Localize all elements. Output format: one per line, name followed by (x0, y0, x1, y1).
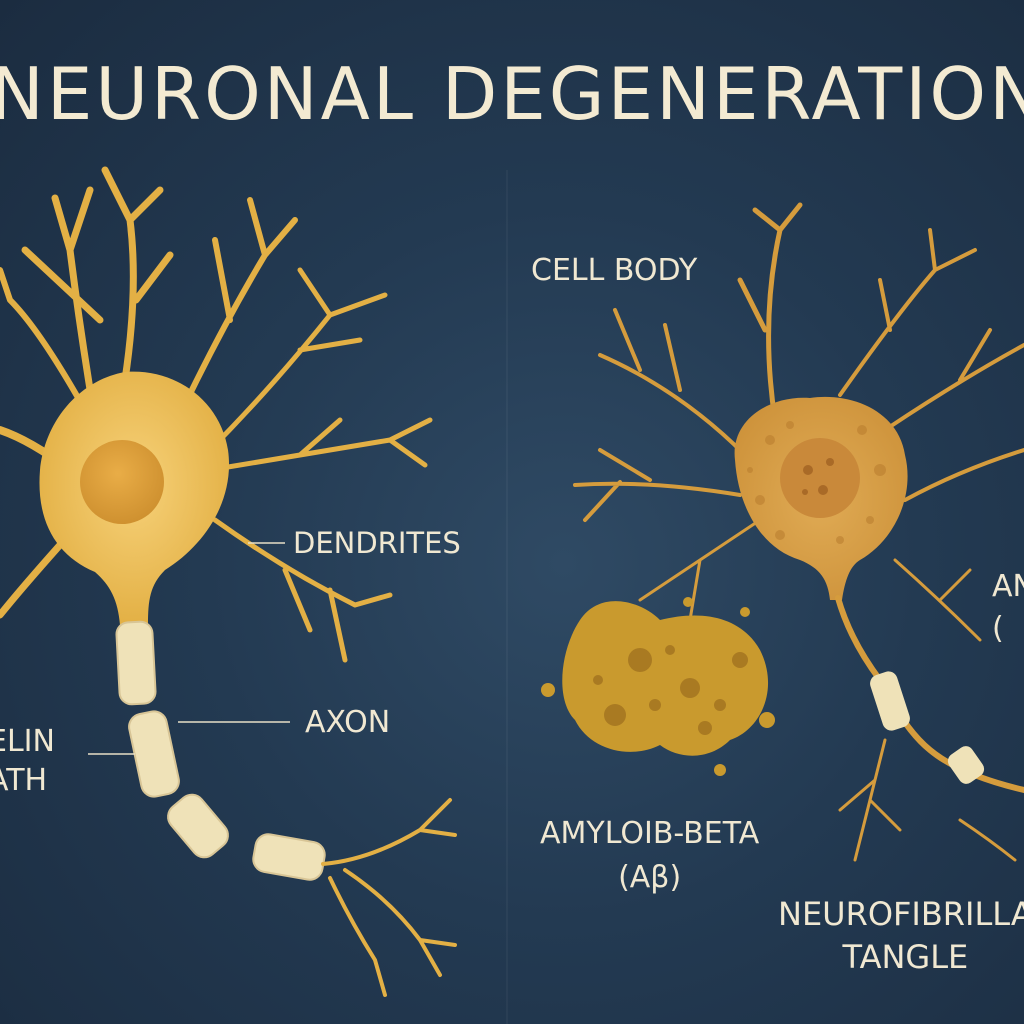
cell-body-label: CELL BODY (531, 253, 698, 288)
dendrites-label: DENDRITES (293, 526, 461, 560)
neurofibrillary-fibers (838, 738, 1017, 862)
right-edge-label: AN ( (992, 566, 1024, 650)
diagram-title: NEURONAL DEGENERATION (0, 52, 1024, 136)
neuro-label-line2: TANGLE (842, 938, 969, 977)
degenerated-axon (835, 595, 1024, 793)
myelin-label-line1: ELIN (0, 724, 55, 759)
right-edge-label-line2: ( (992, 611, 1004, 646)
amyloid-label-line1: AMYLOIB-BETA (540, 816, 760, 851)
healthy-neuron (0, 166, 457, 997)
right-edge-label-line1: AN (992, 569, 1024, 604)
myelin-label-line2: ATH (0, 763, 48, 798)
amyloid-label-line2: (Aβ) (618, 859, 682, 895)
axon-label: AXON (305, 705, 391, 740)
degenerated-dendrites (573, 202, 1024, 642)
healthy-dendrites (0, 166, 433, 663)
amyloid-plaque (541, 597, 775, 776)
degenerated-nucleus (780, 438, 860, 518)
panel-divider (506, 170, 508, 1024)
healthy-nucleus (80, 440, 164, 524)
amyloid-beta-label: AMYLOIB-BETA (Aβ) (540, 812, 759, 899)
myelin-sheath-label: ELIN ATH (0, 722, 55, 800)
neuro-label-line1: NEUROFIBRILLA (778, 895, 1024, 933)
myelin-sheath (115, 620, 326, 881)
degenerated-texture (747, 421, 886, 544)
nucleus-fragments (802, 458, 834, 495)
axon-terminals (321, 798, 457, 997)
degenerated-neuron (573, 202, 1024, 862)
neurofibrillary-tangle-label: NEUROFIBRILLA TANGLE (778, 893, 1024, 979)
